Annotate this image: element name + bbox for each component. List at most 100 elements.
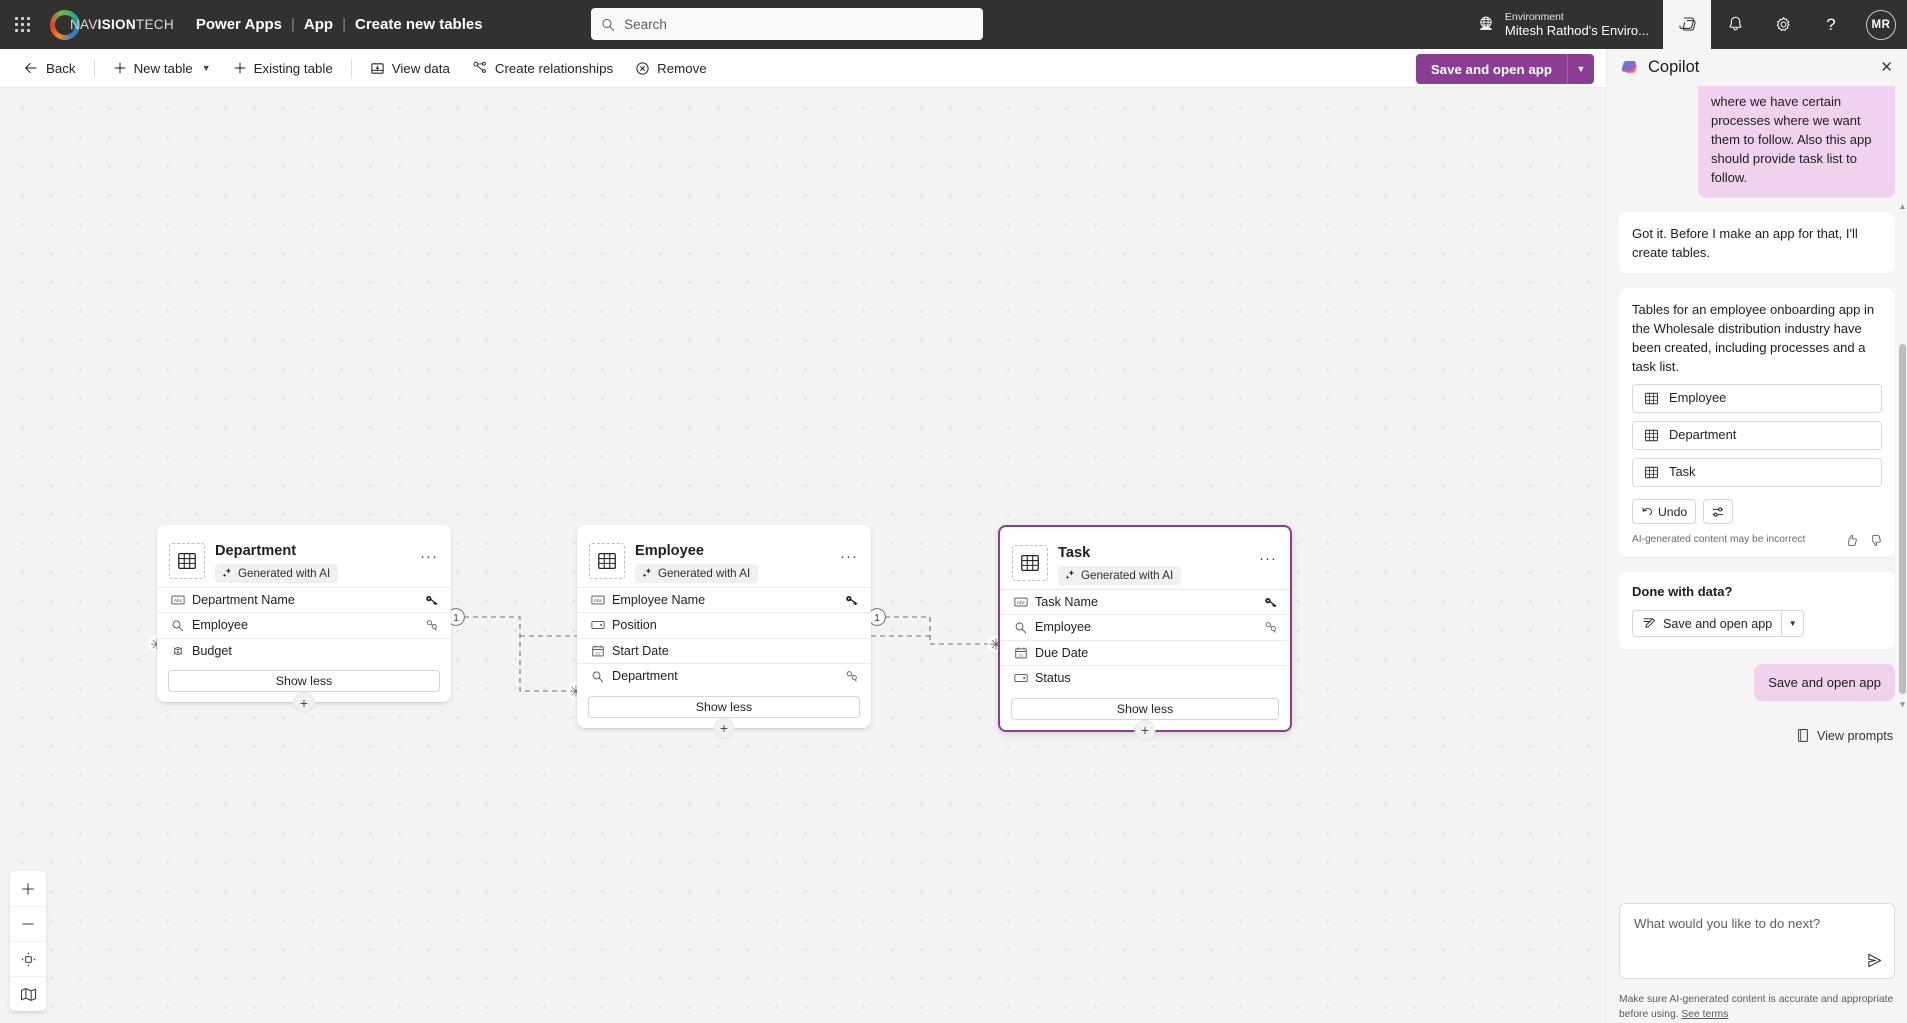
done-with-data-title: Done with data? bbox=[1632, 584, 1733, 600]
choice-icon bbox=[591, 619, 608, 631]
fit-to-screen-button[interactable] bbox=[10, 941, 46, 976]
question-mark-icon: ? bbox=[1826, 15, 1836, 34]
globe-icon bbox=[1479, 17, 1492, 31]
message-footer: AI-generated content may be incorrect bbox=[1632, 533, 1882, 548]
breadcrumb-product[interactable]: Power Apps bbox=[195, 16, 283, 33]
header-right-cluster: Environment Mitesh Rathod's Enviro... ? bbox=[1470, 0, 1907, 49]
send-button[interactable] bbox=[1865, 951, 1884, 970]
copilot-panel: Copilot ✕ where we have certain processe… bbox=[1606, 49, 1907, 1023]
existing-table-label: Existing table bbox=[253, 60, 333, 76]
show-less-button[interactable]: Show less bbox=[168, 670, 440, 693]
canvas-zoom-controls bbox=[10, 871, 46, 1011]
notifications-button[interactable] bbox=[1711, 0, 1759, 49]
search-container bbox=[591, 8, 983, 40]
user-account-button[interactable]: MR bbox=[1855, 0, 1907, 49]
settings-button[interactable] bbox=[1759, 0, 1807, 49]
table-field-row[interactable]: Abc Employee Name bbox=[577, 586, 871, 613]
view-data-button[interactable]: View data bbox=[359, 53, 461, 84]
table-grid-icon bbox=[1021, 555, 1039, 571]
top-header: NAVISIONTECH Power Apps | App | Create n… bbox=[0, 0, 1907, 49]
show-less-button[interactable]: Show less bbox=[588, 695, 860, 718]
scroll-up-arrow[interactable]: ▲ bbox=[1898, 202, 1907, 211]
table-field-row[interactable]: 21 Due Date bbox=[1000, 639, 1290, 666]
copilot-table-chip-department[interactable]: Department bbox=[1632, 421, 1882, 451]
navisiontech-logo[interactable]: NAVISIONTECH bbox=[50, 9, 174, 40]
environment-selector[interactable]: Environment Mitesh Rathod's Enviro... bbox=[1470, 11, 1663, 39]
copilot-table-chip-task[interactable]: Task bbox=[1632, 458, 1882, 488]
table-card-employee[interactable]: Employee Generated with AI ··· Abc Emplo… bbox=[577, 525, 871, 739]
lookup-icon bbox=[1014, 621, 1031, 634]
view-data-label: View data bbox=[391, 60, 450, 76]
add-field-button[interactable]: + bbox=[713, 717, 735, 739]
tables-canvas[interactable]: 1 1 ✳ ✳ ✳ Department bbox=[0, 88, 1606, 1023]
table-field-row[interactable]: Employee bbox=[1000, 614, 1290, 640]
minimap-icon bbox=[20, 987, 36, 1001]
zoom-in-icon bbox=[22, 882, 34, 895]
generated-with-ai-badge: Generated with AI bbox=[1058, 565, 1182, 585]
copilot-prompt-input[interactable] bbox=[1634, 916, 1880, 951]
copilot-conversation[interactable]: where we have certain processes where we… bbox=[1607, 86, 1907, 903]
global-search[interactable] bbox=[591, 8, 983, 40]
back-button[interactable]: Back bbox=[12, 53, 87, 84]
copilot-save-and-open-app-button[interactable]: Save and open app bbox=[1632, 610, 1782, 638]
thumbs-down-button[interactable] bbox=[1869, 534, 1882, 547]
field-label: Employee Name bbox=[612, 592, 706, 607]
table-card-task[interactable]: Task Generated with AI ··· Abc Task Name bbox=[998, 525, 1292, 741]
table-field-row[interactable]: Abc Department Name bbox=[157, 586, 451, 613]
minimap-button[interactable] bbox=[10, 976, 46, 1011]
view-prompts-button[interactable]: View prompts bbox=[1619, 728, 1893, 743]
existing-table-button[interactable]: Existing table bbox=[222, 53, 344, 84]
breadcrumb-separator-2: | bbox=[342, 16, 346, 33]
table-field-row[interactable]: Budget bbox=[157, 637, 451, 664]
table-grid-icon bbox=[1645, 430, 1658, 442]
show-less-button[interactable]: Show less bbox=[1011, 697, 1279, 720]
user-message: where we have certain processes where we… bbox=[1698, 86, 1895, 198]
copilot-save-open-dropdown[interactable]: ▼ bbox=[1781, 610, 1805, 638]
gear-icon bbox=[1776, 16, 1790, 31]
copilot-title: Copilot bbox=[1648, 58, 1700, 76]
table-field-row[interactable]: 21 Start Date bbox=[577, 637, 871, 664]
copilot-logo-icon bbox=[1621, 61, 1637, 73]
table-field-row[interactable]: Status bbox=[1000, 665, 1290, 691]
copilot-table-chip-employee[interactable]: Employee bbox=[1632, 384, 1882, 414]
scroll-down-arrow[interactable]: ▼ bbox=[1898, 700, 1907, 709]
copilot-toggle-button[interactable] bbox=[1663, 0, 1711, 49]
table-card-more-menu[interactable]: ··· bbox=[840, 548, 858, 565]
table-field-row[interactable]: Employee bbox=[157, 612, 451, 638]
breadcrumb-section[interactable]: App bbox=[303, 16, 334, 33]
table-card-titles: Department Generated with AI bbox=[215, 543, 339, 583]
app-launcher-button[interactable] bbox=[0, 0, 46, 49]
copilot-scrollbar[interactable] bbox=[1899, 344, 1906, 694]
undo-button[interactable]: Undo bbox=[1632, 499, 1697, 525]
new-table-button[interactable]: New table ▼ bbox=[102, 53, 222, 84]
save-and-open-app-button[interactable]: Save and open app bbox=[1415, 54, 1567, 84]
copilot-input-box[interactable] bbox=[1619, 903, 1895, 980]
remove-button[interactable]: Remove bbox=[624, 53, 718, 84]
thumbs-up-button[interactable] bbox=[1845, 534, 1858, 547]
svg-text:1: 1 bbox=[453, 613, 459, 624]
close-icon[interactable]: ✕ bbox=[1880, 59, 1893, 76]
add-field-button[interactable]: + bbox=[1134, 719, 1156, 741]
table-field-row[interactable]: Department bbox=[577, 663, 871, 689]
adjust-settings-button[interactable] bbox=[1703, 499, 1734, 525]
help-button[interactable]: ? bbox=[1807, 0, 1855, 49]
table-card-department[interactable]: Department Generated with AI ··· Abc Dep… bbox=[157, 525, 451, 714]
zoom-out-button[interactable] bbox=[10, 906, 46, 941]
zoom-in-button[interactable] bbox=[10, 871, 46, 906]
create-relationships-button[interactable]: Create relationships bbox=[461, 53, 624, 84]
command-bar: Back New table ▼ Existing table View dat… bbox=[0, 49, 1606, 88]
prompts-book-icon bbox=[1798, 729, 1808, 743]
table-card-more-menu[interactable]: ··· bbox=[1259, 550, 1277, 567]
search-input[interactable] bbox=[624, 16, 973, 32]
user-message: Save and open app bbox=[1754, 664, 1895, 702]
save-and-open-app-dropdown[interactable]: ▼ bbox=[1567, 54, 1594, 84]
breadcrumb-separator-1: | bbox=[291, 16, 295, 33]
add-field-button[interactable]: + bbox=[293, 692, 315, 714]
remove-icon bbox=[636, 61, 649, 75]
table-card-more-menu[interactable]: ··· bbox=[420, 548, 438, 565]
date-icon: 21 bbox=[1014, 646, 1031, 660]
see-terms-link[interactable]: See terms bbox=[1681, 1009, 1729, 1021]
table-field-row[interactable]: Abc Task Name bbox=[1000, 588, 1290, 615]
table-grid-icon bbox=[1645, 393, 1658, 405]
table-field-row[interactable]: Position bbox=[577, 612, 871, 638]
